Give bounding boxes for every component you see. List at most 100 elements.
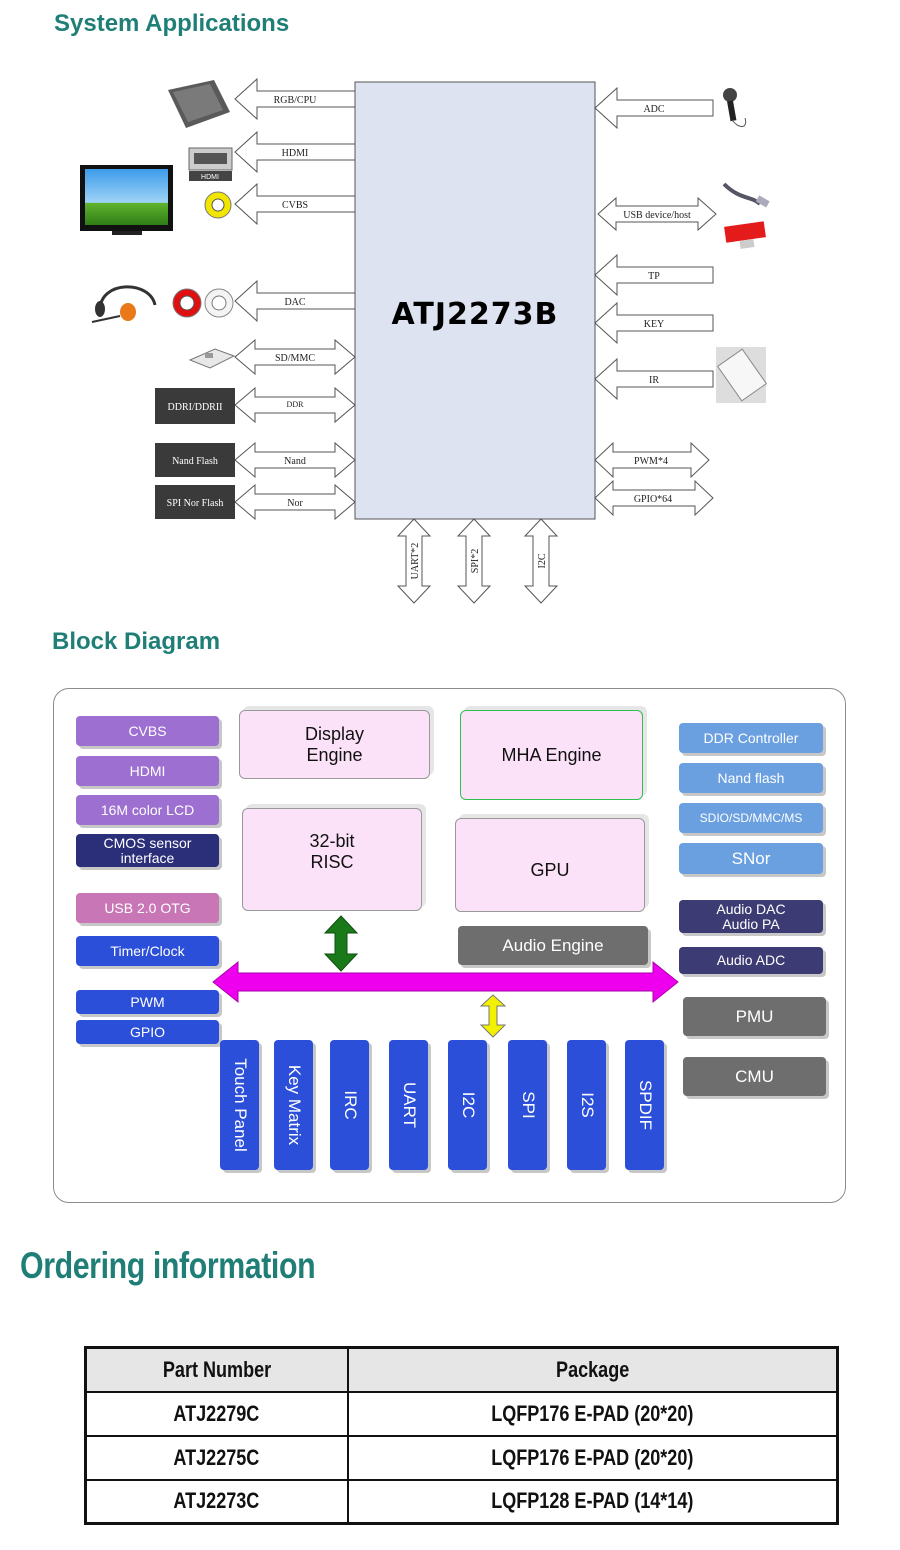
block-risc-label-line1: 32-bit <box>309 831 355 851</box>
label-pwm: PWM*4 <box>634 456 668 467</box>
label-ddr: DDR <box>287 400 305 409</box>
block-i2s-label: I2S <box>577 1092 597 1118</box>
sd-card-icon <box>188 348 236 369</box>
block-i2s: I2S <box>567 1040 606 1170</box>
block-lcd-label: 16M color LCD <box>100 801 195 818</box>
block-uart-label: UART <box>399 1082 419 1128</box>
package-value: LQFP176 E-PAD (20*20) <box>491 1444 694 1470</box>
block-nand-flash: Nand flash <box>679 763 823 793</box>
table-header-row: Part Number Package <box>84 1346 839 1393</box>
label-hdmi: HDMI <box>282 148 309 159</box>
block-uart: UART <box>389 1040 428 1170</box>
arrow-i2c <box>523 518 559 604</box>
block-i2c: I2C <box>448 1040 487 1170</box>
block-cmos-label-line1: CMOS sensor <box>103 834 192 851</box>
part-number-cell: ATJ2273C <box>84 1478 349 1525</box>
block-sdio-label: SDIO/SD/MMC/MS <box>699 810 803 825</box>
block-spdif: SPDIF <box>625 1040 664 1170</box>
label-key: KEY <box>644 319 665 330</box>
block-audio-engine-label: Audio Engine <box>502 936 604 955</box>
arrow-rgb-cpu <box>234 77 356 121</box>
block-usb-otg-label: USB 2.0 OTG <box>104 899 191 916</box>
header-part-number: Part Number <box>84 1346 349 1393</box>
block-usb-otg: USB 2.0 OTG <box>76 893 219 923</box>
arrow-ddr <box>234 386 356 424</box>
header-package: Package <box>346 1346 839 1393</box>
block-audio-dac-label-line1: Audio DAC <box>716 900 786 917</box>
arrow-nor <box>234 483 356 521</box>
block-key-matrix-label: Key Matrix <box>284 1064 304 1146</box>
block-audio-dac-label-line2: Audio PA <box>722 915 780 932</box>
block-diagram-title: Block Diagram <box>52 628 221 655</box>
package-value: LQFP128 E-PAD (14*14) <box>491 1488 694 1514</box>
block-cmu-label: CMU <box>735 1067 774 1086</box>
label-dac: DAC <box>284 297 305 308</box>
block-cvbs-label: CVBS <box>128 722 167 739</box>
block-mha-label: MHA Engine <box>501 744 602 765</box>
header-part-number-label: Part Number <box>162 1356 271 1382</box>
risc-bus-arrow <box>323 915 359 972</box>
label-ir: IR <box>649 375 659 386</box>
ddr-device-box <box>155 388 235 424</box>
audio-out-connector-icon <box>172 288 234 318</box>
block-pwm: PWM <box>76 990 219 1014</box>
block-mha-engine: MHA Engine <box>460 710 643 800</box>
part-number-value: ATJ2275C <box>173 1444 260 1470</box>
arrow-dac <box>234 279 356 323</box>
arrow-spi <box>456 518 492 604</box>
label-nor: Nor <box>287 498 303 509</box>
label-adc: ADC <box>643 104 664 115</box>
usb-drive-icon <box>724 221 766 249</box>
label-uart: UART*2 <box>410 543 421 580</box>
part-number-cell: ATJ2275C <box>84 1434 349 1481</box>
table-row: ATJ2279C LQFP176 E-PAD (20*20) <box>84 1390 839 1437</box>
block-lcd: 16M color LCD <box>76 795 219 825</box>
chip-name: ATJ2273B <box>392 297 559 332</box>
block-sdio: SDIO/SD/MMC/MS <box>679 803 823 833</box>
block-audio-dac: Audio DAC Audio PA <box>679 900 823 933</box>
block-gpu: GPU <box>455 818 645 912</box>
block-pwm-label: PWM <box>130 993 165 1010</box>
label-rgb-cpu: RGB/CPU <box>274 95 318 106</box>
label-gpio: GPIO*64 <box>634 494 672 505</box>
block-timer-clock-label: Timer/Clock <box>110 942 185 959</box>
block-touch-panel-label: Touch Panel <box>230 1058 250 1152</box>
package-cell: LQFP176 E-PAD (20*20) <box>346 1390 839 1437</box>
label-tp: TP <box>648 271 660 282</box>
label-nand: Nand <box>284 456 306 467</box>
arrow-pwm <box>594 441 710 479</box>
headphone-icon <box>91 285 157 323</box>
label-i2c: I2C <box>537 553 548 568</box>
header-package-label: Package <box>555 1356 629 1382</box>
ordering-table: Part Number Package ATJ2279C LQFP176 E-P… <box>84 1346 839 1525</box>
block-gpio-label: GPIO <box>129 1023 165 1040</box>
cvbs-connector-icon <box>204 191 232 219</box>
block-gpu-label: GPU <box>530 859 570 880</box>
block-spi-label: SPI <box>518 1091 538 1119</box>
arrow-adc <box>594 86 714 130</box>
block-cmos-label-line2: interface <box>120 849 175 866</box>
chip-block <box>354 81 596 520</box>
block-cvbs: CVBS <box>76 716 219 746</box>
block-hdmi-label: HDMI <box>129 762 166 779</box>
microphone-icon <box>723 88 747 127</box>
remote-control-icon <box>716 347 768 403</box>
nor-device-box <box>155 485 235 519</box>
arrow-gpio <box>594 479 714 517</box>
block-audio-engine: Audio Engine <box>458 926 648 965</box>
system-bus-arrow <box>212 960 679 1004</box>
block-i2c-label: I2C <box>458 1091 478 1119</box>
peripheral-bus-arrow <box>479 994 507 1038</box>
table-row: ATJ2275C LQFP176 E-PAD (20*20) <box>84 1434 839 1481</box>
block-snor-label: SNor <box>731 849 771 868</box>
block-display-label-line2: Engine <box>306 744 363 765</box>
block-key-matrix: Key Matrix <box>274 1040 313 1170</box>
arrow-usb <box>597 196 717 232</box>
part-number-value: ATJ2279C <box>173 1400 260 1426</box>
block-audio-adc-label: Audio ADC <box>716 952 786 968</box>
nand-device-box <box>155 443 235 477</box>
block-cmos: CMOS sensor interface <box>76 834 219 867</box>
block-touch-panel: Touch Panel <box>220 1040 259 1170</box>
block-pmu-label: PMU <box>735 1007 774 1026</box>
